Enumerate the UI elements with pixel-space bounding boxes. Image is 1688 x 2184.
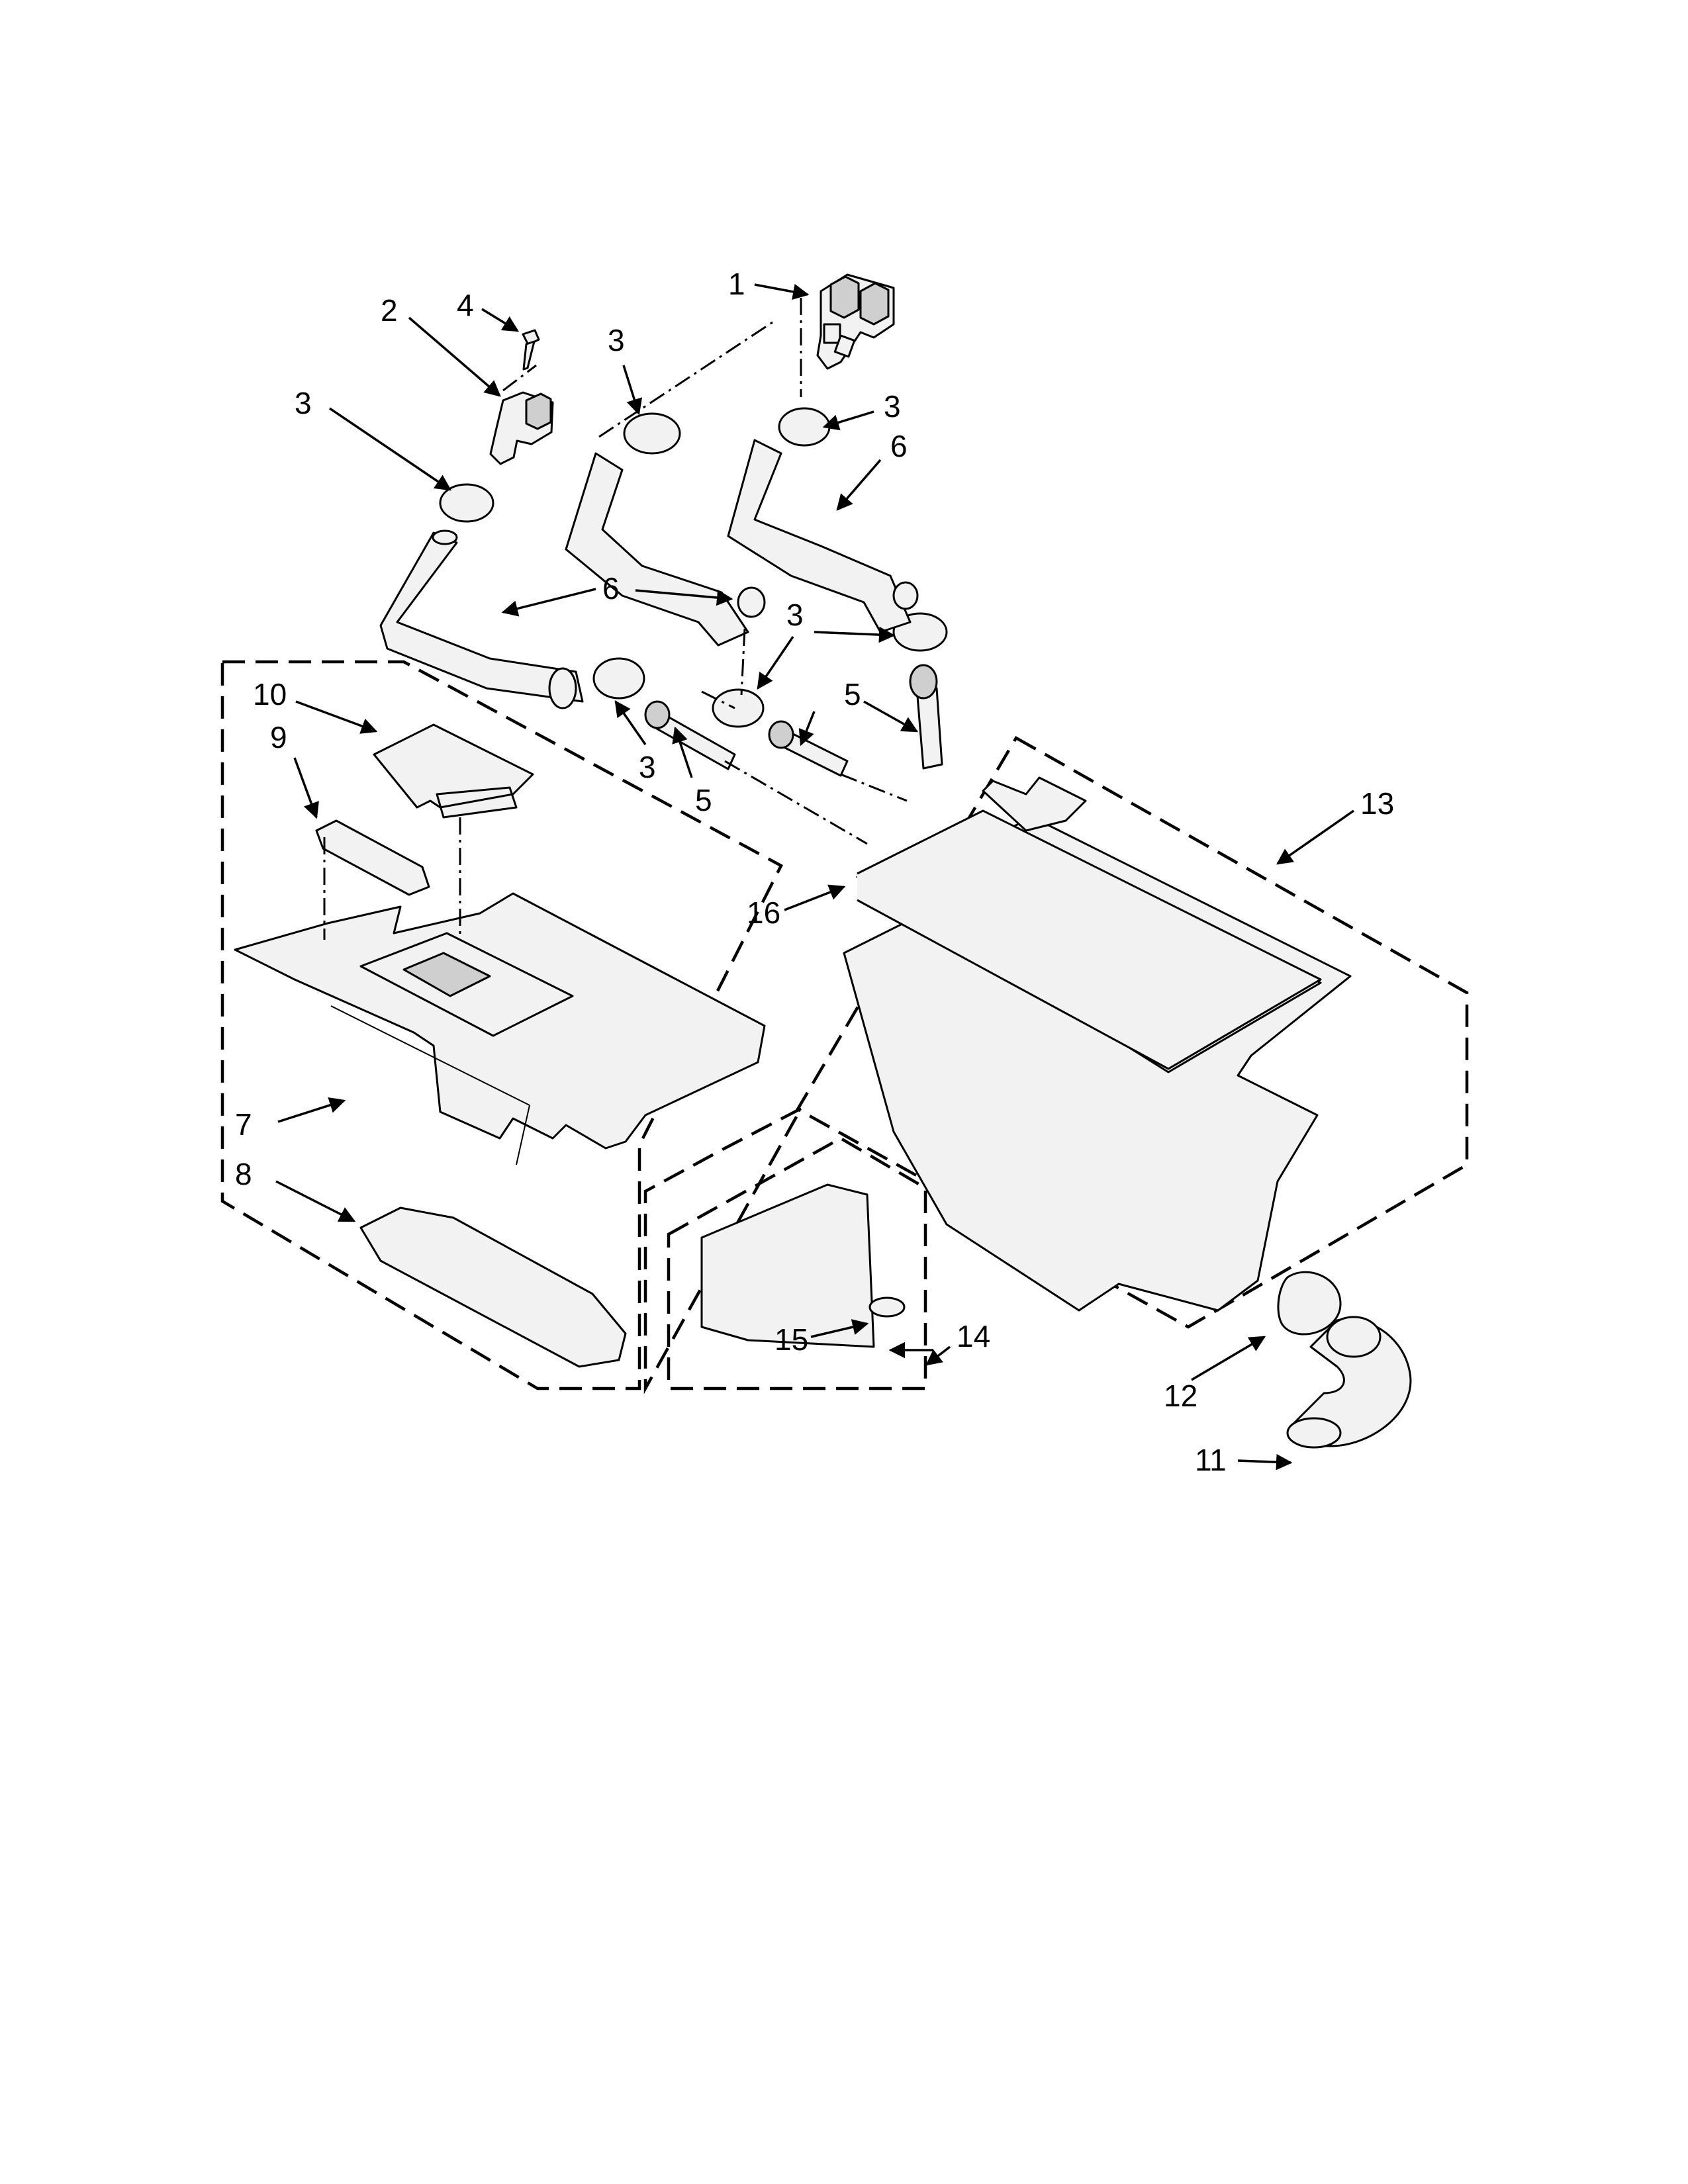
hose-middle: [565, 452, 749, 647]
drain-clamp: [1277, 1271, 1342, 1336]
callout-2: 2: [381, 293, 398, 328]
dispenser-drawer: [234, 892, 766, 1165]
callout-16: 16: [747, 895, 780, 930]
callout-6: 6: [890, 429, 908, 463]
callout-9: 9: [270, 720, 287, 754]
hose-left: [379, 531, 584, 703]
callout-13: 13: [1360, 786, 1394, 821]
callout-3: 3: [295, 386, 312, 420]
connector-tube-b: [768, 720, 849, 777]
screw: [522, 329, 540, 371]
siphon-insert: [315, 819, 430, 896]
callout-8: 8: [235, 1157, 252, 1191]
dispenser-housing-group-box: [795, 735, 1469, 1329]
cover-gasket: [868, 1297, 906, 1318]
alignment-line: [740, 628, 746, 696]
hose-clamp-e: [592, 657, 645, 700]
alignment-line: [724, 760, 868, 845]
cover-group-box: [667, 1136, 927, 1390]
water-valve-dual: [816, 273, 895, 370]
alignment-line: [701, 690, 735, 709]
siphon-cap: [373, 723, 534, 819]
callout-10: 10: [253, 677, 287, 711]
hose-right: [727, 439, 912, 633]
alignment-line: [598, 320, 775, 438]
callout-1: 1: [728, 267, 745, 301]
hose-clamp-a: [623, 412, 681, 455]
hose-clamp-b: [778, 407, 831, 447]
dispenser-drawer-group-box: [220, 660, 783, 1390]
callout-5: 5: [844, 677, 861, 711]
connector-tube-c: [909, 664, 943, 770]
callout-5: 5: [695, 783, 712, 817]
callout-3: 3: [786, 598, 804, 632]
callout-14: 14: [957, 1319, 990, 1353]
callout-7: 7: [235, 1107, 252, 1142]
callout-3: 3: [639, 750, 656, 784]
connector-tube-a: [644, 700, 736, 770]
callout-6: 6: [602, 571, 620, 606]
callout-12: 12: [1164, 1379, 1197, 1413]
dispenser-cover: [700, 1183, 875, 1348]
alignment-line: [840, 773, 908, 802]
callout-3: 3: [884, 389, 901, 424]
callout-11: 11: [1195, 1443, 1227, 1477]
drain-hose: [1286, 1316, 1412, 1449]
callout-15: 15: [774, 1322, 808, 1357]
cover-group-outer-box: [643, 1105, 805, 1394]
water-valve-single: [489, 391, 554, 465]
hose-clamp-c: [439, 483, 494, 523]
callout-3: 3: [608, 323, 625, 357]
drawer-tray: [359, 1206, 627, 1368]
hose-clamp-f: [712, 688, 765, 728]
alignment-line: [502, 364, 537, 392]
callout-4: 4: [457, 288, 474, 322]
housing-seal: [857, 809, 1322, 1070]
